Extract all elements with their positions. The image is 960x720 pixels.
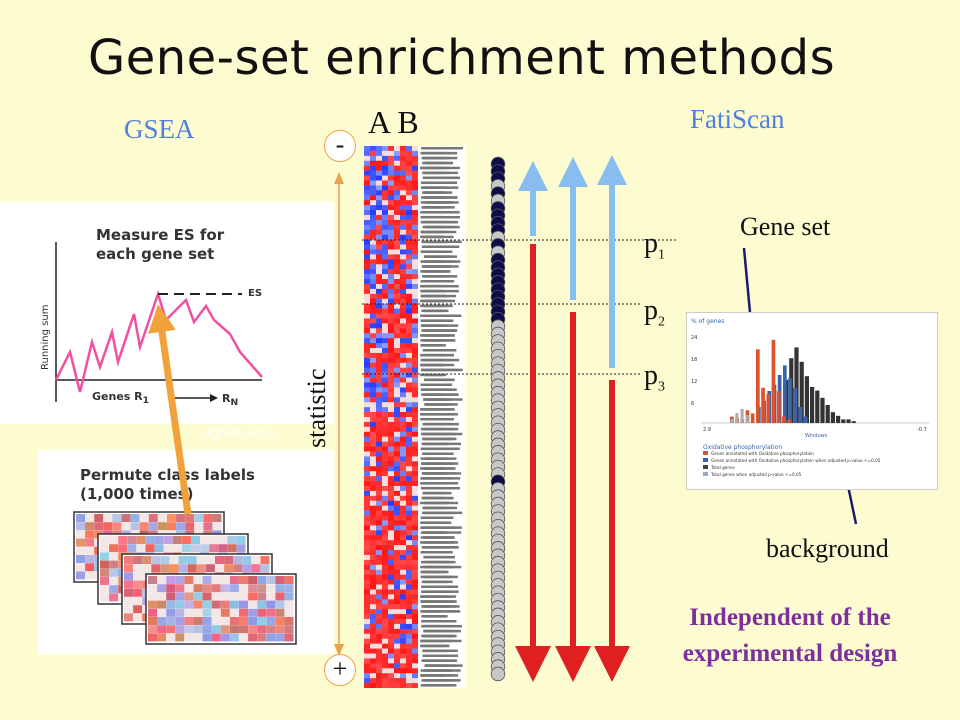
svg-text:18: 18	[691, 357, 697, 363]
gene-circle	[490, 666, 506, 682]
p-value-1: p1	[644, 228, 665, 263]
permuted-heatmaps	[73, 511, 297, 645]
expression-heatmap	[364, 146, 466, 688]
background-label: background	[766, 534, 889, 563]
es-label: ES	[248, 288, 263, 299]
independent-note: Independent of the experimental design	[682, 604, 898, 667]
histogram-legend-item: Total genes when adjusted p-value <=0.05	[710, 472, 802, 477]
plus-marker: +	[324, 654, 356, 686]
permute-panel	[38, 450, 334, 654]
page-title: Gene-set enrichment methods	[88, 30, 836, 86]
histogram-legend-item: Genes annotated with Oxidative phosphory…	[711, 451, 814, 456]
histogram-legend-item: Total genes	[710, 465, 735, 470]
svg-text:6: 6	[691, 401, 694, 407]
fatiscan-label: FatiScan	[690, 104, 785, 134]
gsea-label: GSEA	[124, 114, 195, 144]
minus-marker: -	[324, 130, 356, 162]
significance-label: significance	[200, 426, 278, 441]
svg-text:2.9: 2.9	[703, 427, 711, 433]
ab-label: A B	[368, 104, 419, 140]
svg-text:24: 24	[691, 335, 697, 341]
histogram-legend-item: Genes annotated with Oxidative phosphory…	[711, 458, 881, 463]
rn-label: RN	[222, 392, 239, 409]
p-value-3: p3	[644, 360, 665, 395]
svg-text:Windows: Windows	[805, 433, 828, 439]
histogram-plot: % of genes 24 18 12 6 2.9 -0.7 Windows O…	[691, 318, 929, 477]
gene-set-label: Gene set	[740, 212, 831, 241]
significance-arrow	[148, 304, 192, 515]
genes-axis-label: Genes R1	[92, 390, 150, 407]
histogram-subtitle: Oxidative phosphorylation	[703, 444, 782, 451]
p-value-2: p2	[644, 295, 665, 330]
svg-text:12: 12	[691, 379, 697, 385]
svg-text:-0.7: -0.7	[917, 427, 927, 433]
gene-circles	[490, 156, 506, 682]
permute-panel-title: Permute class labels(1,000 times)	[80, 466, 255, 503]
histogram-y-label: % of genes	[691, 318, 724, 325]
fatiscan-histogram: % of genes 24 18 12 6 2.9 -0.7 Windows O…	[686, 312, 938, 490]
